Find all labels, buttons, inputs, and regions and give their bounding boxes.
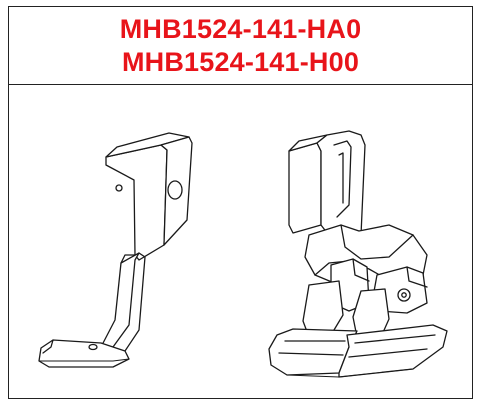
part-number-h00: MHB1524-141-H00 bbox=[121, 46, 360, 77]
assembly-shank-front bbox=[288, 142, 322, 234]
part-number-ha0: MHB1524-141-HA0 bbox=[119, 13, 362, 44]
leg-notch bbox=[120, 254, 136, 264]
shank-front-face bbox=[105, 144, 168, 261]
foot-leg-edge bbox=[124, 252, 146, 352]
assembly-fork-slot-inner bbox=[338, 152, 344, 204]
adjuster-block-edge bbox=[406, 266, 428, 288]
foot-leg bbox=[100, 252, 140, 348]
guide-block-edge bbox=[352, 258, 370, 282]
shank-screw-hole bbox=[167, 180, 183, 200]
sole-left-runner-groove-2 bbox=[278, 352, 344, 356]
adjuster-screw-center bbox=[401, 292, 407, 298]
line-drawing bbox=[38, 130, 448, 378]
sole-right-runner-groove-2 bbox=[348, 348, 428, 358]
assembly-body-contour bbox=[340, 224, 414, 260]
diagram-frame: MHB1524-141-HA0 MHB1524-141-H00 bbox=[8, 6, 473, 399]
title-block: MHB1524-141-HA0 MHB1524-141-H00 bbox=[9, 7, 472, 85]
foot-sole bbox=[38, 339, 130, 368]
assembly-fork-slot bbox=[333, 140, 352, 218]
sole-front-edge bbox=[286, 368, 414, 378]
sole-needle-hole bbox=[88, 343, 98, 351]
sole-thickness-line bbox=[38, 358, 130, 362]
foot-sole-top-edge bbox=[42, 339, 54, 354]
sole-right-runner-groove bbox=[354, 334, 436, 344]
presser-foot-right bbox=[268, 130, 448, 378]
shank-pin-hole bbox=[115, 184, 123, 192]
presser-foot-left bbox=[38, 132, 193, 368]
left-plate bbox=[302, 280, 344, 338]
drawing-area bbox=[9, 85, 472, 398]
